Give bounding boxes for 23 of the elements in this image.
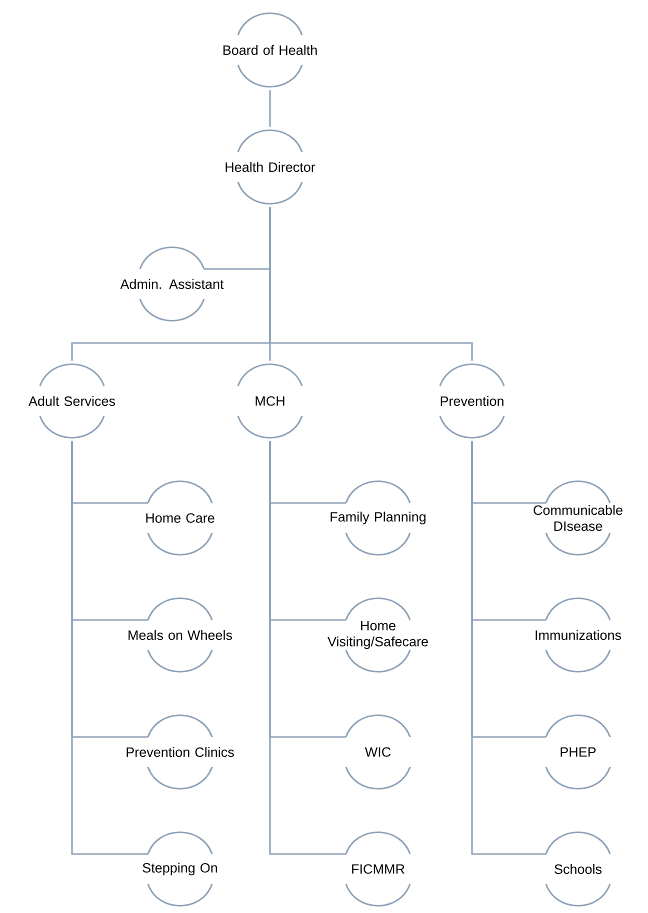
org-node: Prevention Clinics [126,714,234,790]
org-node: Family Planning [330,480,426,556]
org-node: Adult Services [28,363,115,439]
connector-line [269,207,473,361]
org-node: Health Director [226,129,316,205]
org-node: Stepping On [142,831,218,907]
connector-line [269,441,346,855]
org-node: Immunizations [536,597,622,673]
org-node: Meals on Wheels [128,597,232,673]
org-node: Home Care [146,480,214,556]
org-node: MCH [237,363,303,439]
org-node: Admin. Assistant [120,246,224,322]
org-node: Board of Health [223,12,317,88]
org-node: PHEP [545,714,611,790]
connector-line [71,441,148,855]
org-node: Prevention [439,363,505,439]
connector-line [471,441,546,855]
org-node: WIC [345,714,411,790]
org-node: FICMMR [345,831,411,907]
org-node: Communicable DIsease [534,480,622,556]
org-node: Schools [545,831,611,907]
org-node: Home Visiting/Safecare [328,597,428,673]
connector-line [269,90,271,127]
